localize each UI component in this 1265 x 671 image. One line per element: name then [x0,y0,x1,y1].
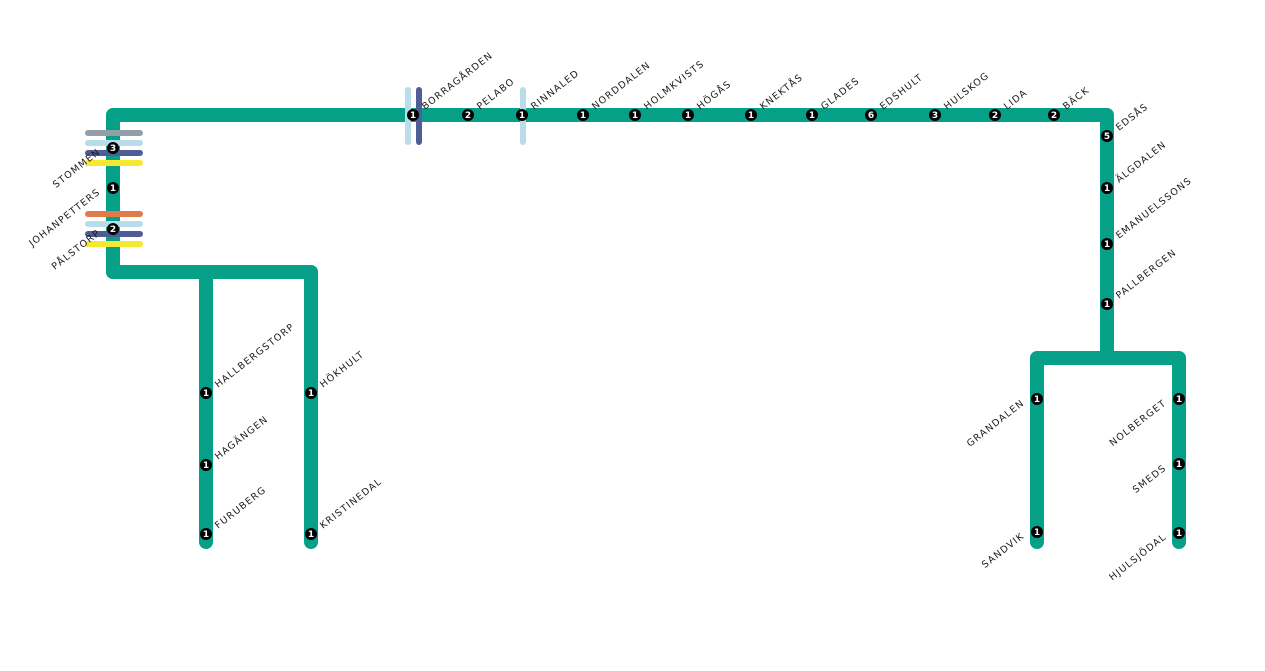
station-marker [629,109,641,121]
station-marker [929,109,941,121]
station-marker [516,109,528,121]
station-zone: 1 [410,111,416,121]
main-line [106,108,1114,359]
station-zone: 2 [1051,111,1057,121]
station-label: GLADES [819,75,862,112]
station-zone: 6 [868,111,874,121]
station-label: HJULSJÖDAL [1107,532,1169,583]
station-label: PÅLSTORP [49,227,103,273]
station-zone: 1 [632,111,638,121]
station-marker [1101,182,1113,194]
station-marker [107,182,119,194]
station-zone: 5 [1104,132,1110,142]
station-label: EDSHULT [878,72,925,112]
station-zone: 1 [1176,529,1182,539]
station-marker [577,109,589,121]
station-label: HAGÄNGEN [213,414,271,462]
station-zone: 1 [1176,395,1182,405]
station[interactable]: 1 HALLBERGSTORP [200,321,297,399]
station-zone: 1 [809,111,815,121]
station-label: SMEDS [1131,463,1169,496]
station-zone: 1 [308,389,314,399]
station-zone: 1 [110,184,116,194]
station-marker [200,528,212,540]
station-marker [1101,130,1113,142]
station-zone: 1 [748,111,754,121]
station-label: RINNALED [529,68,582,113]
station-marker [407,109,419,121]
station-marker [1031,526,1043,538]
station-label: PELABO [475,76,517,112]
station-zone: 1 [519,111,525,121]
station-marker [1173,527,1185,539]
station-marker [989,109,1001,121]
station-zone: 1 [1104,300,1110,310]
station-zone: 2 [110,225,116,235]
station-label: HALLBERGSTORP [213,321,297,390]
station-marker [1048,109,1060,121]
station-label: GRANDALEN [965,398,1027,450]
station-marker [305,528,317,540]
east-branch-b [1100,351,1186,549]
station-zone: 3 [932,111,938,121]
station-label: KRISTINEDAL [318,476,384,531]
station-marker [682,109,694,121]
station-zone: 1 [203,389,209,399]
station-zone: 3 [110,144,116,154]
station-label: EDSÅS [1113,101,1150,134]
station-marker [305,387,317,399]
station-zone: 1 [1176,460,1182,470]
station-label: HÖGÅS [694,78,733,112]
station[interactable]: 1 EMANUELSSONS [1101,175,1194,250]
station-zone: 1 [1034,528,1040,538]
station-marker [1101,298,1113,310]
station-label: ÄLGDALEN [1114,139,1169,185]
station-label: STOMMEN [51,147,103,191]
station-label: EMANUELSSONS [1114,175,1194,241]
station-label: FURUBERG [213,484,269,531]
station-zone: 1 [685,111,691,121]
station-label: HULSKOG [942,70,992,112]
station-marker [107,142,119,154]
station-marker [1101,238,1113,250]
west-branch-b [199,265,318,549]
station-marker [462,109,474,121]
station-zone: 1 [203,530,209,540]
station-zone: 2 [992,111,998,121]
station-marker [865,109,877,121]
station-marker [1173,393,1185,405]
station-marker [200,387,212,399]
station-label: SANDVIK [980,531,1027,571]
east-branch-a [1030,351,1114,549]
station-zone: 1 [1104,184,1110,194]
station-marker [200,459,212,471]
station-zone: 1 [308,530,314,540]
station-zone: 1 [1104,240,1110,250]
station-marker [745,109,757,121]
station-marker [107,223,119,235]
station-label: NOLBERGET [1108,398,1169,449]
station-zone: 2 [465,111,471,121]
station[interactable]: 1 SANDVIK [980,526,1043,571]
station-zone: 1 [203,461,209,471]
station-marker [1031,393,1043,405]
station-zone: 1 [580,111,586,121]
station-label: KNEKTÅS [757,71,805,112]
station-zone: 1 [1034,395,1040,405]
station-marker [806,109,818,121]
west-branch-a [106,265,213,549]
station-marker [1173,458,1185,470]
station-label: PALLBERGEN [1114,247,1179,301]
station-label: HÖKHULT [318,349,367,390]
route-line [106,108,1186,549]
